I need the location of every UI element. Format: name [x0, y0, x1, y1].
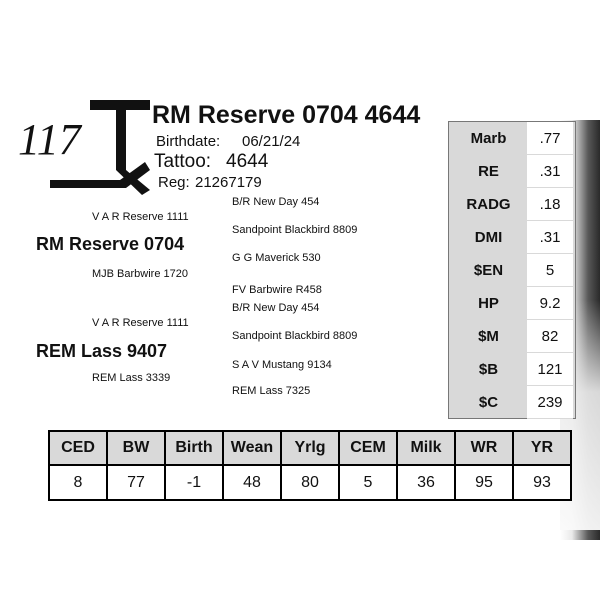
epd-value: 121: [527, 353, 573, 386]
epd-label: $B: [478, 361, 499, 378]
brand-logo: [50, 100, 150, 195]
epd-value: 5: [527, 254, 573, 287]
epd-cell: 8: [48, 464, 108, 501]
epd-label: $C: [478, 394, 499, 411]
pedigree-dam: REM Lass 9407: [36, 341, 168, 361]
epd-cell: 36: [396, 464, 456, 501]
epd-cell: 5: [338, 464, 398, 501]
epd-value: .18: [527, 188, 573, 221]
epd-label: HP: [478, 295, 499, 312]
epd-row: HP 9.2: [453, 287, 573, 320]
epd-value: .77: [527, 122, 573, 155]
epd-label: DMI: [474, 229, 503, 246]
epd-label: $EN: [473, 262, 504, 279]
epd-value: 9.2: [527, 287, 573, 320]
epd-row: $EN 5: [453, 254, 573, 287]
epd-header: Yrlg: [280, 430, 340, 466]
epd-value: .31: [527, 221, 573, 254]
epd-table: CED BW Birth Wean Yrlg CEM Milk WR YR 8 …: [48, 430, 572, 501]
pedigree-sdd: FV Barbwire R458: [232, 284, 322, 296]
epd-label: RE: [478, 163, 499, 180]
epd-row: $B 121: [453, 353, 573, 386]
pedigree-ssd: Sandpoint Blackbird 8809: [232, 224, 358, 236]
pedigree-sire: RM Reserve 0704: [36, 234, 185, 254]
pedigree-sire-sire: V A R Reserve 1111: [92, 211, 189, 223]
epd-cell: 95: [454, 464, 514, 501]
epd-header: Milk: [396, 430, 456, 466]
epd-table-header-row: CED BW Birth Wean Yrlg CEM Milk WR YR: [48, 430, 572, 466]
epd-cell: 93: [512, 464, 572, 501]
epd-row: Marb .77: [453, 122, 573, 155]
epd-cell: 77: [106, 464, 166, 501]
lot-number: 117: [18, 115, 81, 164]
epd-cell: 80: [280, 464, 340, 501]
epd-header: BW: [106, 430, 166, 466]
epd-value: 239: [527, 386, 573, 419]
epd-row: DMI .31: [453, 221, 573, 254]
epd-table-value-row: 8 77 -1 48 80 5 36 95 93: [48, 464, 572, 501]
epd-header: CEM: [338, 430, 398, 466]
epd-header: YR: [512, 430, 572, 466]
reg-label: Reg:: [158, 174, 190, 191]
pedigree-dam-sire: V A R Reserve 1111: [92, 317, 189, 329]
epd-label: Marb: [470, 130, 507, 147]
epd-cell: 48: [222, 464, 282, 501]
pedigree-dam-dam: REM Lass 3339: [92, 372, 171, 384]
epd-row: $M 82: [453, 320, 573, 353]
pedigree-dds: S A V Mustang 9134: [232, 359, 332, 371]
pedigree-dsd: Sandpoint Blackbird 8809: [232, 330, 358, 342]
birthdate-value: 06/21/24: [242, 133, 301, 150]
pedigree-dss: B/R New Day 454: [232, 302, 320, 314]
pedigree-sss: B/R New Day 454: [232, 196, 320, 208]
tattoo-value: 4644: [226, 151, 269, 172]
pedigree-ddd: REM Lass 7325: [232, 385, 311, 397]
epd-header: Birth: [164, 430, 224, 466]
birthdate-label: Birthdate:: [156, 133, 221, 150]
epd-value: 82: [527, 320, 573, 353]
epd-cell: -1: [164, 464, 224, 501]
epd-label: $M: [478, 328, 499, 345]
epd-row: RE .31: [453, 155, 573, 188]
epd-value: .31: [527, 155, 573, 188]
reg-value: 21267179: [195, 174, 262, 191]
epd-row: RADG .18: [453, 188, 573, 221]
epd-row: $C 239: [453, 386, 573, 419]
tattoo-label: Tattoo:: [154, 151, 212, 172]
animal-name: RM Reserve 0704 4644: [152, 101, 421, 129]
epd-header: CED: [48, 430, 108, 466]
pedigree-sds: G G Maverick 530: [232, 252, 321, 264]
epd-header: Wean: [222, 430, 282, 466]
pedigree-sire-dam: MJB Barbwire 1720: [92, 268, 188, 280]
epd-label: RADG: [466, 196, 511, 213]
epd-header: WR: [454, 430, 514, 466]
